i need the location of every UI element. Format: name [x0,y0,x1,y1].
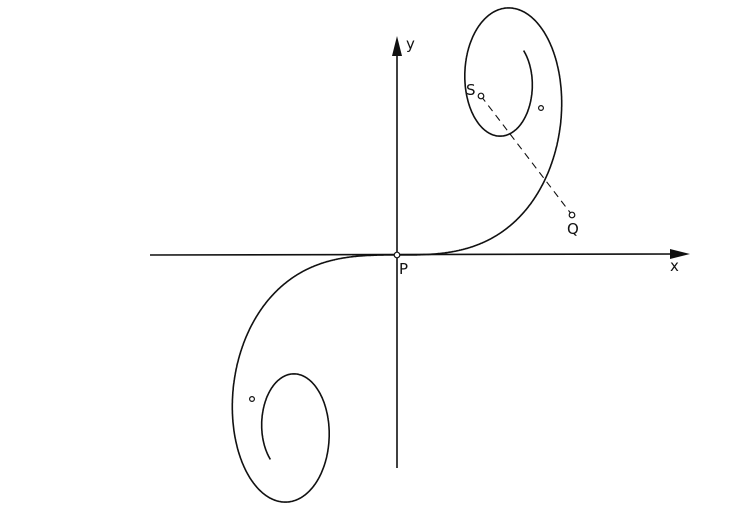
y-axis-label: y [406,35,415,53]
y-axis-arrowhead [392,36,402,56]
point-q-label: Q [567,220,579,238]
lower-spiral-center [249,396,256,403]
chord-line [480,95,573,216]
point-q-marker [568,211,576,219]
point-s-label: S [466,81,476,99]
upper-spiral-center [537,104,544,111]
point-p-marker [393,251,401,259]
x-axis-arrowhead [670,249,690,259]
point-s-marker [477,92,485,100]
point-p-label: P [399,260,408,278]
x-axis-label: x [670,257,679,275]
